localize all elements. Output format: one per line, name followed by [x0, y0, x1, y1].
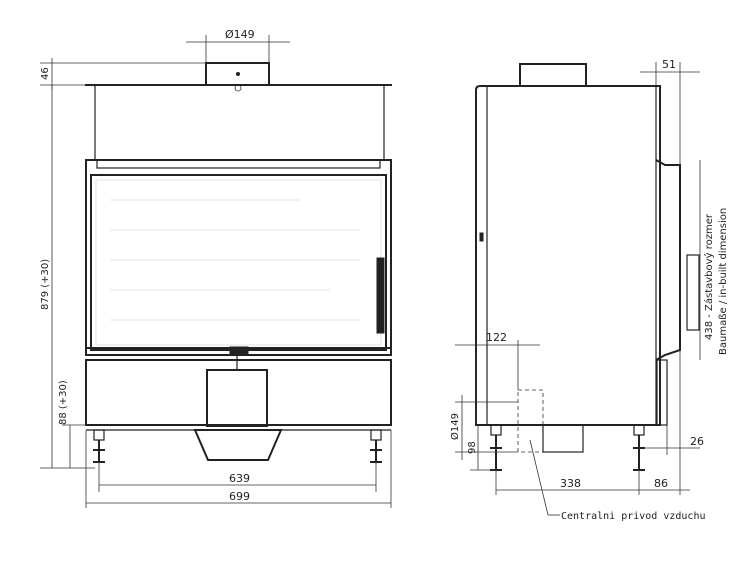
dim-side-depth: 338: [495, 470, 640, 495]
front-frame: [85, 159, 392, 356]
dim-built-in: 438 - Zástavbový rozmer Baumaße / in-bui…: [699, 160, 729, 360]
side-body: [475, 85, 661, 426]
dim-total-height-label: 879 (+30): [40, 259, 51, 310]
dim-chimney-diameter-label: Ø149: [225, 28, 255, 41]
dim-side-top-offset: 51: [640, 58, 700, 165]
dim-inlet-diameter-label: Ø149: [449, 413, 461, 440]
air-supply-leader: Centralni privod vzduchu: [529, 439, 706, 522]
dim-chimney-diameter: Ø149: [186, 28, 290, 63]
side-chimney-collar: [519, 63, 587, 87]
dim-side-foot-label: 26: [690, 435, 704, 448]
front-chimney-mark: [236, 72, 240, 76]
dim-total-width-label: 699: [229, 490, 250, 503]
dim-total-width: 699: [85, 430, 392, 508]
side-foot-left: [490, 424, 502, 471]
side-rear-box: [655, 159, 681, 361]
dim-inlet-offset: 122: [455, 331, 540, 425]
front-ash-pan: [193, 429, 283, 461]
dim-inlet-height-label: 98: [467, 441, 478, 454]
side-inlet-pipe: [517, 389, 544, 453]
front-foot-left: [93, 429, 105, 463]
dim-side-top-offset-label: 51: [662, 58, 676, 71]
front-glass-frame: [90, 174, 387, 351]
air-supply-note: Centralni privod vzduchu: [561, 511, 706, 522]
front-foot-right: [370, 429, 382, 463]
side-ash-box: [542, 424, 584, 453]
dim-inner-width: 639: [98, 462, 377, 492]
door-handle: [376, 257, 385, 334]
front-view: Ø149 46 879 (+30) 88 (+30) 639: [40, 28, 392, 508]
dim-leg-height: 88 (+30): [58, 380, 86, 468]
dim-leg-height-label: 88 (+30): [58, 380, 69, 425]
dim-inlet-diameter: Ø149: [449, 395, 518, 460]
dim-inlet-height: 98: [467, 425, 496, 471]
dim-side-depth-label: 338: [560, 477, 581, 490]
front-top-lintel: [96, 159, 381, 169]
dim-side-rear: 86: [639, 350, 690, 495]
side-rear-leg: [656, 359, 668, 426]
dim-side-rear-label: 86: [654, 477, 668, 490]
built-in-dimension-de-label: Baumaße / in-built dimension: [718, 208, 729, 355]
front-sill-latch: [229, 346, 249, 355]
dim-inner-width-label: 639: [229, 472, 250, 485]
built-in-dimension-label: 438 - Zástavbový rozmer: [703, 213, 715, 340]
side-view: 51 122 Ø149 98 338: [449, 58, 729, 522]
dim-inlet-offset-label: 122: [486, 331, 507, 344]
side-foot-right: [633, 424, 645, 471]
side-rear-plate: [686, 254, 700, 331]
front-ash-box: [206, 369, 268, 427]
dim-chimney-height: 46: [40, 58, 206, 90]
side-hinge: [479, 232, 484, 242]
dim-chimney-height-label: 46: [40, 67, 51, 80]
dim-side-foot: 26: [645, 425, 704, 455]
